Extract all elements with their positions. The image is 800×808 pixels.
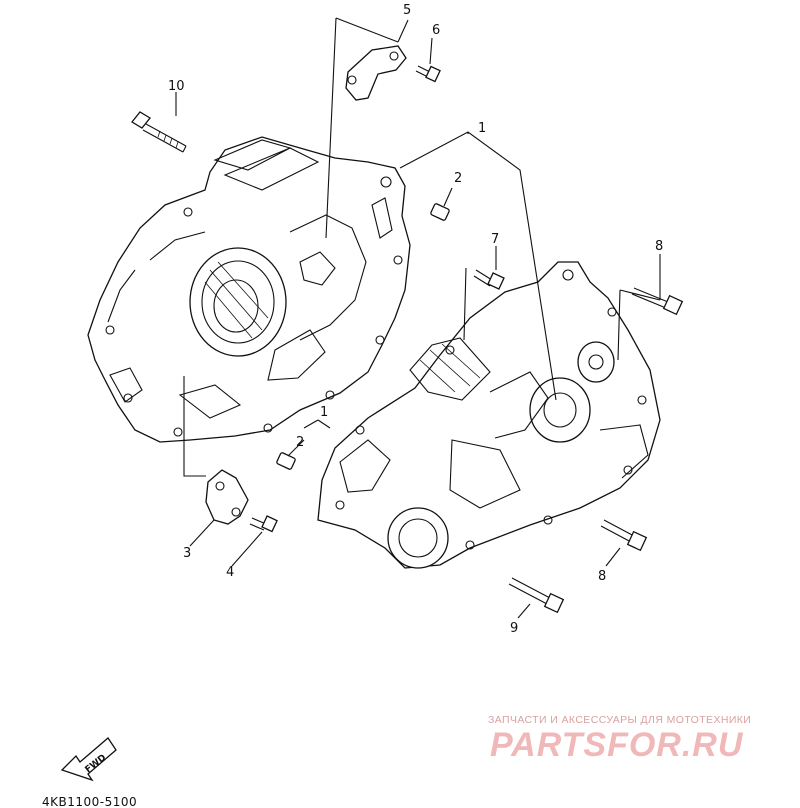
watermark: ЗАПЧАСТИ И АКСЕССУАРЫ ДЛЯ МОТОТЕХНИКИ PA… [488,714,751,764]
leader-lines [175,17,661,619]
left-crankcase-half [87,136,411,443]
watermark-brand: PARTSFOR.RU [490,726,744,764]
plate-5 [345,45,407,101]
bolt-10 [131,111,187,153]
callout-2-upper: 2 [454,171,462,186]
part-code: 4KB1100-5100 [42,795,137,808]
callout-10: 10 [168,79,185,94]
watermark-tagline: ЗАПЧАСТИ И АКСЕССУАРЫ ДЛЯ МОТОТЕХНИКИ [488,714,751,726]
callout-1-upper: 1 [478,121,486,136]
callout-2-lower: 2 [296,435,304,450]
screw-6 [415,65,441,83]
callout-8-lower: 8 [598,569,606,584]
bolt-7 [473,269,505,290]
plate-3 [205,469,249,525]
right-crankcase-half [317,261,661,569]
dowel-2-lower [276,452,296,470]
dowel-2-upper [430,203,450,221]
callout-5: 5 [403,3,411,18]
callout-7: 7 [491,232,499,247]
callout-labels: 5 6 10 1 2 7 8 1 2 3 4 8 9 [168,3,663,636]
callout-3: 3 [183,546,191,561]
callout-4: 4 [226,565,234,580]
callout-8-upper: 8 [655,239,663,254]
bolt-8-lower [600,519,648,552]
callout-9: 9 [510,621,518,636]
callout-1-lower: 1 [320,405,328,420]
fwd-arrow-icon: FWD [60,737,117,782]
callout-6: 6 [432,23,440,38]
bolt-9 [508,577,565,614]
screw-4 [249,515,278,533]
bolt-8-upper [631,287,684,316]
